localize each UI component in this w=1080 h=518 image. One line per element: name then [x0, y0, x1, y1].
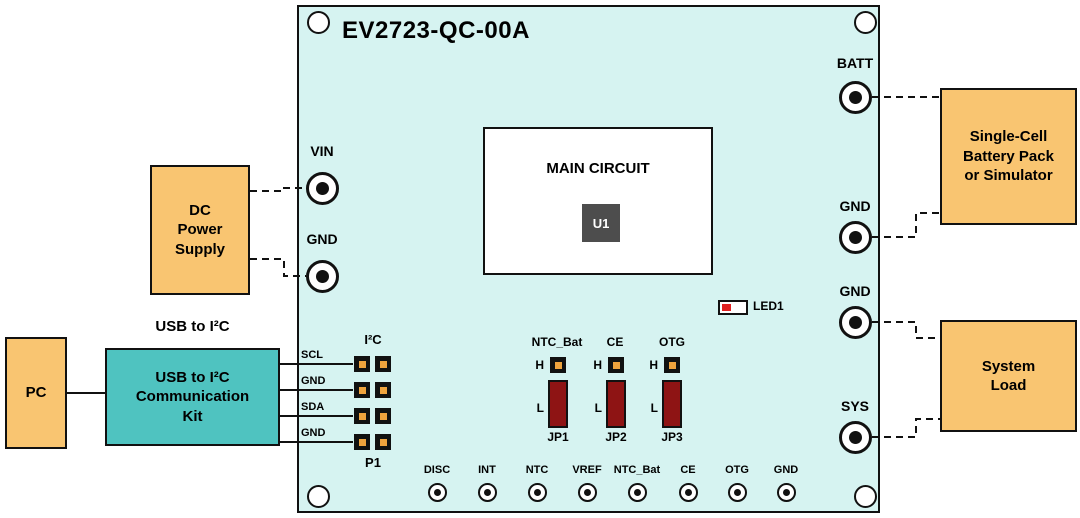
gnd-right2-label: GND	[839, 283, 871, 299]
batt-label: BATT	[836, 55, 874, 71]
connector-pin	[849, 316, 862, 329]
jp2-title: CE	[606, 335, 624, 349]
testpoint-otg	[728, 483, 747, 502]
led-indicator	[718, 300, 748, 315]
testpoint-label-ntc-bat: NTC_Bat	[613, 464, 661, 476]
testpoint-ntc	[528, 483, 547, 502]
gnd-right2-connector	[839, 306, 872, 339]
signal-label-gnd2: GND	[301, 427, 326, 439]
jp3-high-label: H	[649, 358, 658, 372]
header-pin	[375, 356, 391, 372]
testpoint-vref	[578, 483, 597, 502]
vin-connector	[306, 172, 339, 205]
usb-kit-title: USB to I²C	[155, 318, 230, 335]
jp1-low-label: L	[536, 401, 544, 415]
p1-header-label: P1	[365, 455, 381, 470]
connector-pin	[316, 182, 329, 195]
testpoint-gnd	[777, 483, 796, 502]
main-circuit-box	[483, 127, 713, 275]
jp3-low-label: L	[650, 401, 658, 415]
dc-power-supply-block: DC Power Supply	[150, 165, 250, 295]
testpoint-label-int: INT	[478, 464, 496, 476]
testpoint-int	[478, 483, 497, 502]
chip-u1: U1	[582, 204, 620, 242]
i2c-header-title: I²C	[364, 332, 382, 347]
jp1-name: JP1	[547, 430, 569, 444]
jp2-low-label: L	[594, 401, 602, 415]
mounting-hole-top-right	[854, 11, 877, 34]
testpoint-label-gnd: GND	[773, 464, 799, 476]
led-label: LED1	[753, 299, 784, 313]
sys-label: SYS	[840, 398, 869, 414]
testpoint-label-otg: OTG	[725, 464, 749, 476]
wire-dc-to-vin	[250, 187, 306, 192]
testpoint-label-ce: CE	[680, 464, 696, 476]
main-circuit-label: MAIN CIRCUIT	[546, 160, 650, 177]
header-pin	[354, 434, 370, 450]
testpoint-ntc-bat	[628, 483, 647, 502]
header-pin	[375, 434, 391, 450]
jp1-shunt	[548, 380, 568, 428]
wire-dc-to-gnd	[250, 258, 306, 277]
wire-sys-to-load	[872, 418, 940, 438]
mounting-hole-bottom-right	[854, 485, 877, 508]
testpoint-label-vref: VREF	[572, 464, 602, 476]
jp2-pin	[608, 357, 624, 373]
gnd-right1-label: GND	[839, 198, 871, 214]
wire-gnd-to-battery	[872, 212, 940, 238]
connector-pin	[849, 91, 862, 104]
system-load-block: System Load	[940, 320, 1077, 432]
signal-label-gnd1: GND	[301, 375, 326, 387]
usb-i2c-kit-block: USB to I²C Communication Kit	[105, 348, 280, 446]
battery-pack-block: Single-Cell Battery Pack or Simulator	[940, 88, 1077, 225]
header-pin	[375, 408, 391, 424]
jp3-pin	[664, 357, 680, 373]
connector-pin	[316, 270, 329, 283]
mounting-hole-bottom-left	[307, 485, 330, 508]
pc-block: PC	[5, 337, 67, 449]
gnd-left-label: GND	[306, 231, 338, 247]
connector-pin	[849, 231, 862, 244]
jp1-high-label: H	[535, 358, 544, 372]
testpoint-disc	[428, 483, 447, 502]
header-pin	[354, 408, 370, 424]
signal-label-scl: SCL	[301, 349, 323, 361]
gnd-left-connector	[306, 260, 339, 293]
led-red-segment	[722, 304, 731, 311]
connector-pin	[849, 431, 862, 444]
signal-label-sda: SDA	[301, 401, 325, 413]
mounting-hole-top-left	[307, 11, 330, 34]
batt-connector	[839, 81, 872, 114]
jp3-shunt	[662, 380, 682, 428]
jp2-high-label: H	[593, 358, 602, 372]
jp2-shunt	[606, 380, 626, 428]
wire-gnd-to-load	[872, 321, 940, 339]
testpoint-ce	[679, 483, 698, 502]
jp1-pin	[550, 357, 566, 373]
header-pin	[354, 356, 370, 372]
jp2-name: JP2	[605, 430, 627, 444]
jp3-name: JP3	[661, 430, 683, 444]
jp3-title: OTG	[659, 335, 685, 349]
vin-label: VIN	[310, 143, 334, 159]
testpoint-label-disc: DISC	[423, 464, 451, 476]
sys-connector	[839, 421, 872, 454]
testpoint-label-ntc: NTC	[525, 464, 549, 476]
gnd-right1-connector	[839, 221, 872, 254]
jp1-title: NTC_Bat	[531, 335, 583, 349]
board-title: EV2723-QC-00A	[342, 17, 530, 44]
header-pin	[354, 382, 370, 398]
p1-header	[354, 356, 391, 450]
header-pin	[375, 382, 391, 398]
